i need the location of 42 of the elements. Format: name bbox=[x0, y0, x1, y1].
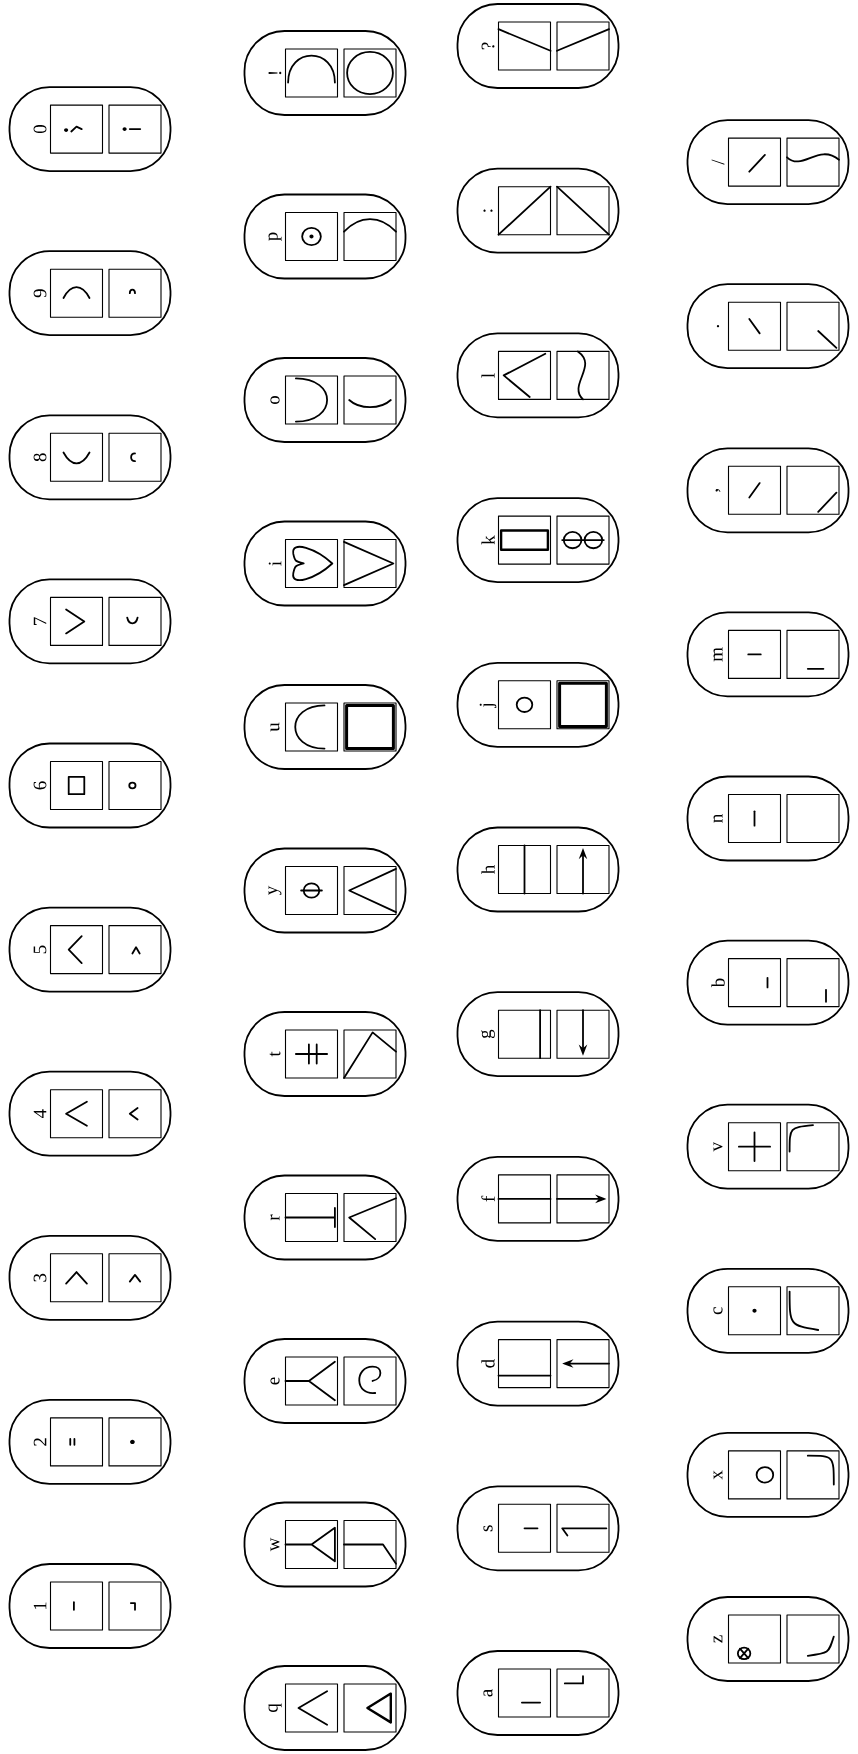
key: 2 bbox=[8, 1399, 172, 1485]
key: f bbox=[456, 1156, 620, 1242]
key: j bbox=[456, 661, 620, 748]
key: 8 bbox=[8, 414, 172, 501]
key: s bbox=[456, 1485, 620, 1572]
key: , bbox=[686, 447, 850, 534]
key: r bbox=[243, 1174, 407, 1261]
key: v bbox=[686, 1103, 850, 1190]
key: d bbox=[456, 1320, 620, 1407]
key: n bbox=[686, 775, 850, 862]
key: b bbox=[686, 939, 850, 1026]
key: 9 bbox=[8, 250, 172, 337]
key: t bbox=[243, 1011, 407, 1097]
key: q bbox=[243, 1665, 407, 1751]
key: h bbox=[456, 826, 620, 913]
key: p bbox=[243, 193, 407, 280]
key: m bbox=[686, 611, 850, 698]
key: 7 bbox=[8, 578, 172, 665]
key: g bbox=[456, 991, 620, 1078]
key: ? bbox=[456, 3, 620, 89]
key: e bbox=[243, 1338, 407, 1424]
key: x bbox=[686, 1432, 850, 1518]
key: a bbox=[456, 1650, 620, 1736]
key: i bbox=[243, 520, 407, 607]
key: 4 bbox=[8, 1070, 172, 1157]
key: l bbox=[456, 332, 620, 419]
key: 0 bbox=[8, 86, 172, 172]
key: y bbox=[243, 847, 407, 934]
key: . bbox=[686, 283, 850, 370]
key: k bbox=[456, 497, 620, 583]
key: ! bbox=[243, 30, 407, 116]
key: u bbox=[243, 684, 407, 770]
key: o bbox=[243, 357, 407, 443]
key: : bbox=[456, 167, 620, 254]
key: 5 bbox=[8, 906, 172, 993]
key: 3 bbox=[8, 1234, 172, 1321]
key: c bbox=[686, 1267, 850, 1354]
key: w bbox=[243, 1501, 407, 1588]
key: z bbox=[686, 1596, 850, 1682]
key: 1 bbox=[8, 1563, 172, 1649]
key: 6 bbox=[8, 742, 172, 829]
key: / bbox=[686, 119, 850, 205]
